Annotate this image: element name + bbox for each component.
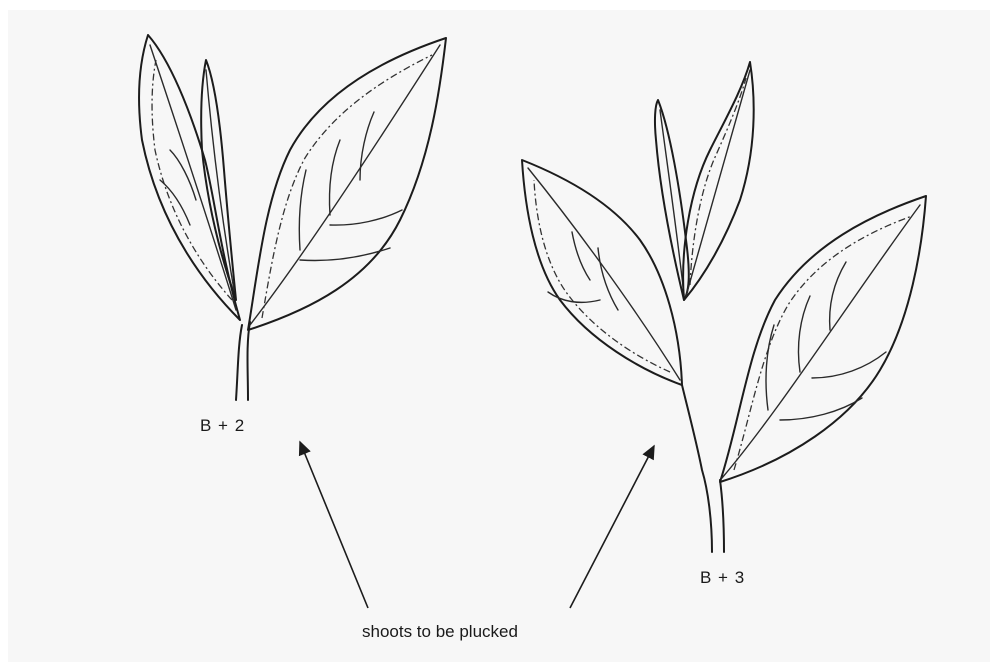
caption-shoots-to-be-plucked: shoots to be plucked	[362, 622, 518, 642]
label-b-plus-3: B + 3	[700, 568, 745, 588]
paper-sheet	[8, 10, 990, 662]
label-b-plus-2: B + 2	[200, 416, 245, 436]
